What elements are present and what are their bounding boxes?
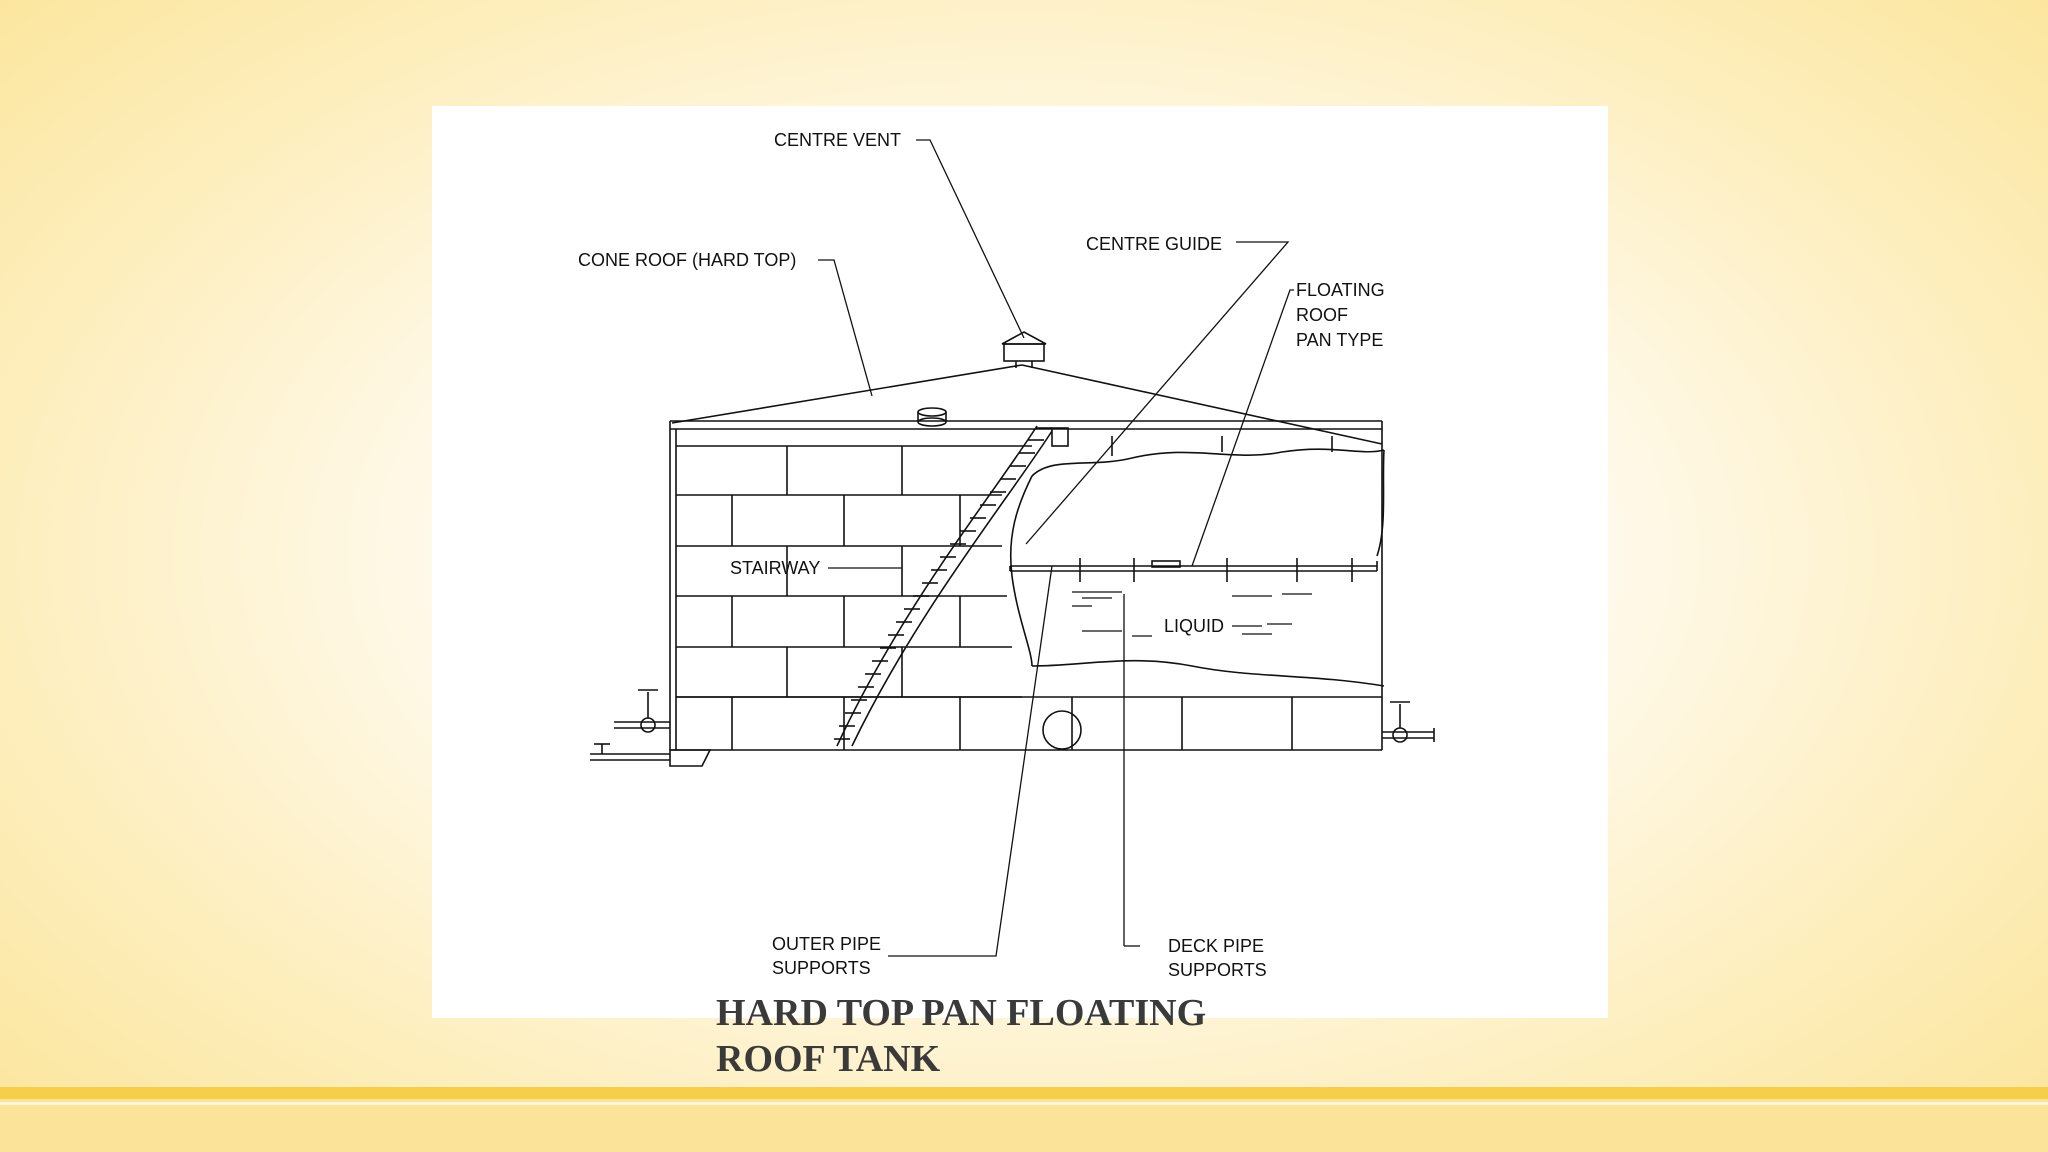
valve-left-upper bbox=[614, 689, 670, 733]
cutaway-edge bbox=[1009, 448, 1385, 687]
footer-stripe bbox=[0, 1087, 2048, 1099]
label-stairway: STAIRWAY bbox=[730, 558, 820, 578]
caption-line-1: HARD TOP PAN FLOATING bbox=[716, 992, 1207, 1034]
stairway bbox=[834, 425, 1069, 747]
leader-lines bbox=[818, 139, 1294, 957]
slide-caption: HARD TOP PAN FLOATING ROOF TANK bbox=[716, 990, 1336, 1082]
label-outer-pipe-line1: OUTER PIPE bbox=[772, 934, 881, 954]
label-floating-roof-line1: FLOATING bbox=[1296, 280, 1385, 300]
shell-plates bbox=[676, 436, 1382, 750]
diagram-labels: CENTRE VENT CONE ROOF (HARD TOP) CENTRE … bbox=[578, 130, 1385, 980]
tank-diagram-panel: CENTRE VENT CONE ROOF (HARD TOP) CENTRE … bbox=[432, 106, 1608, 1018]
label-centre-vent: CENTRE VENT bbox=[774, 130, 901, 150]
label-cone-roof: CONE ROOF (HARD TOP) bbox=[578, 250, 796, 270]
valve-right bbox=[1382, 701, 1435, 743]
valve-left-lower bbox=[590, 743, 712, 767]
tank-diagram: CENTRE VENT CONE ROOF (HARD TOP) CENTRE … bbox=[578, 130, 1435, 980]
label-centre-guide: CENTRE GUIDE bbox=[1086, 234, 1222, 254]
label-deck-pipe-line2: SUPPORTS bbox=[1168, 960, 1267, 980]
label-liquid: LIQUID bbox=[1164, 616, 1224, 636]
label-floating-roof-line2: ROOF bbox=[1296, 305, 1348, 325]
roof-hatch bbox=[917, 407, 947, 427]
centre-vent bbox=[1001, 331, 1047, 368]
label-outer-pipe-line2: SUPPORTS bbox=[772, 958, 871, 978]
label-floating-roof-line3: PAN TYPE bbox=[1296, 330, 1383, 350]
floating-roof-pan bbox=[1009, 558, 1378, 582]
liquid-surface bbox=[1072, 591, 1312, 637]
cone-roof bbox=[671, 364, 1383, 445]
label-deck-pipe-line1: DECK PIPE bbox=[1168, 936, 1264, 956]
caption-line-2: ROOF TANK bbox=[716, 1038, 941, 1080]
footer-stripe-highlight bbox=[0, 1102, 2048, 1105]
manway bbox=[1042, 710, 1082, 750]
